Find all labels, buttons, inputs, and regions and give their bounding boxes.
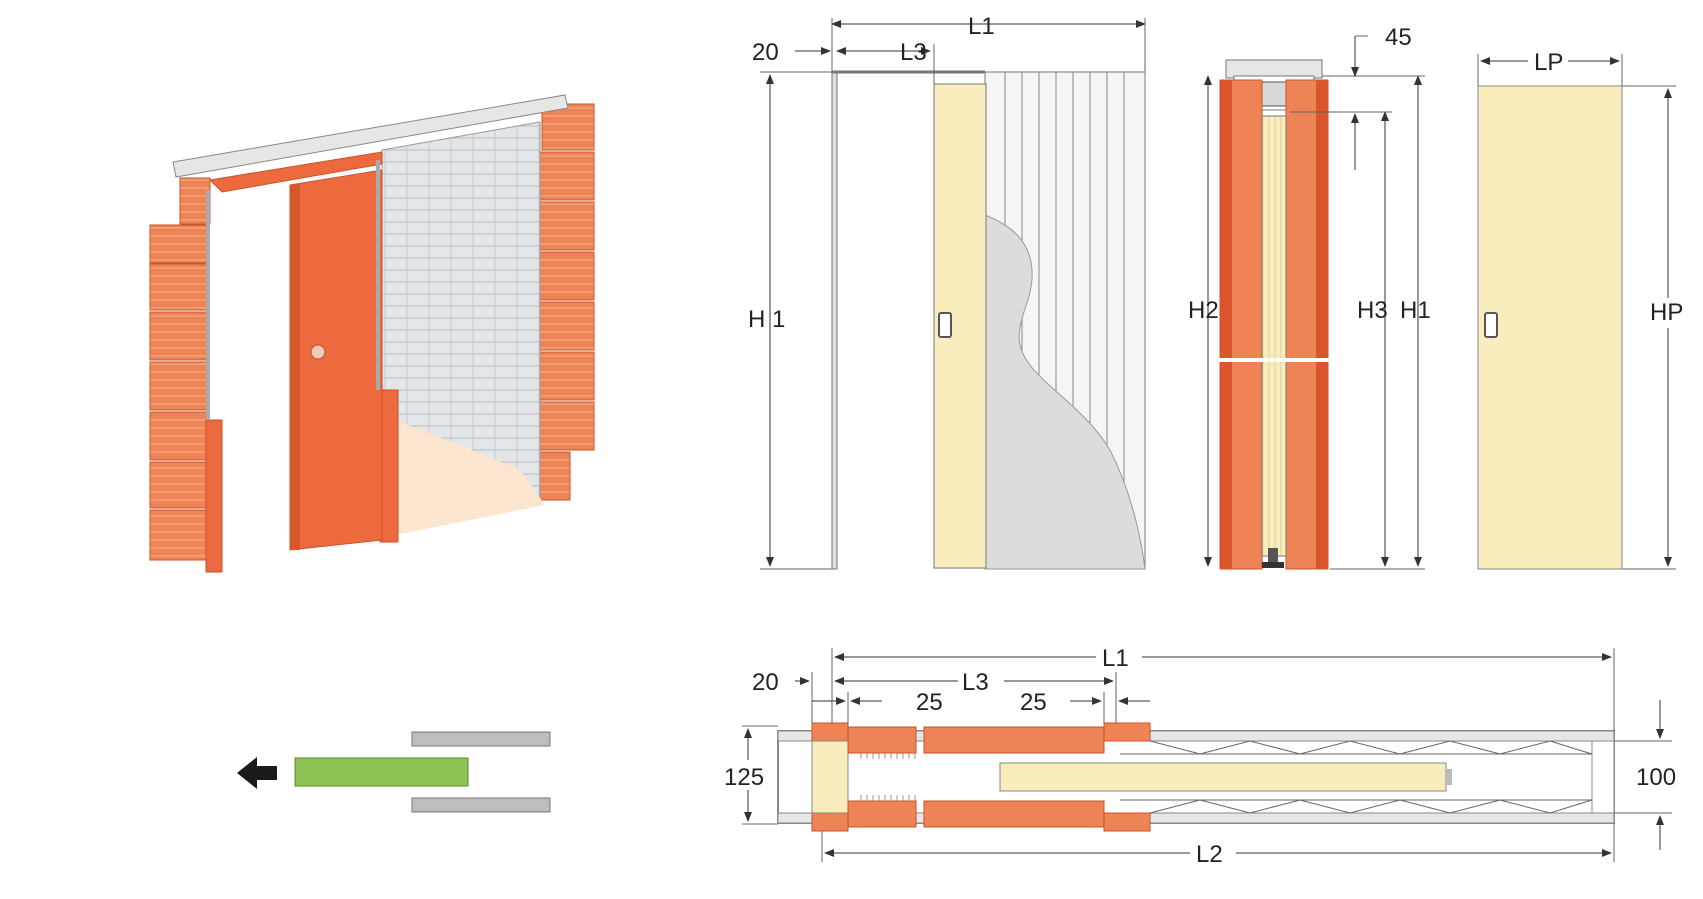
side-45-label: 45 xyxy=(1385,24,1412,51)
door-knob-icon xyxy=(310,344,326,360)
plan-100-label: 100 xyxy=(1636,764,1676,791)
plan-left-jamb-bottom xyxy=(811,812,849,832)
door-leaf-panel xyxy=(1477,85,1623,570)
left-brick-wall xyxy=(149,177,211,561)
plan-L3-label: L3 xyxy=(962,669,989,696)
guide-bar-top xyxy=(411,731,551,747)
left-jamb xyxy=(205,419,223,573)
side-H1-label: H1 xyxy=(1400,297,1431,324)
leaf-HP-label: HP xyxy=(1650,299,1683,326)
plan-section: L1 L3 20 25 25 125 100 xyxy=(722,642,1676,868)
side-H3-label: H3 xyxy=(1357,297,1388,324)
side-section: H2 H3 H1 45 xyxy=(1188,24,1431,570)
sliding-door-leaf xyxy=(289,169,383,551)
front-view: L1 L3 20 H 1 xyxy=(748,13,1146,570)
left-arrow-icon xyxy=(237,757,277,789)
front-20-label: 20 xyxy=(752,39,779,66)
front-L3-label: L3 xyxy=(900,39,927,66)
front-plaster-cutaway xyxy=(984,214,1146,570)
guide-bar-bottom xyxy=(411,797,551,813)
front-L1-label: L1 xyxy=(968,13,995,40)
sliding-direction-legend xyxy=(237,731,551,813)
plan-20-label: 20 xyxy=(752,669,779,696)
header-rail xyxy=(172,94,569,178)
leaf-LP-label: LP xyxy=(1534,49,1563,76)
right-brick-wall xyxy=(539,103,595,501)
plan-L2-label: L2 xyxy=(1196,841,1223,868)
door-leaf-bar xyxy=(294,757,469,787)
front-frame-profile xyxy=(831,71,838,570)
plan-125-label: 125 xyxy=(724,764,764,791)
side-H2-label: H2 xyxy=(1188,297,1219,324)
door-leaf-view: LP HP xyxy=(1477,46,1696,570)
front-H1-label: H 1 xyxy=(748,306,785,333)
isometric-view xyxy=(149,94,595,573)
plan-25-left-label: 25 xyxy=(916,689,943,716)
plan-door-leaf xyxy=(999,762,1447,792)
leaf-handle-icon xyxy=(1484,312,1498,338)
plan-25-right-label: 25 xyxy=(1020,689,1047,716)
door-frame xyxy=(208,151,383,193)
top-track xyxy=(1225,59,1323,79)
pocket-jamb xyxy=(379,389,399,543)
floor-plaster xyxy=(395,420,545,535)
plan-L1-label: L1 xyxy=(1102,645,1129,672)
plan-left-jamb-top xyxy=(811,722,849,742)
front-handle-icon xyxy=(938,312,952,338)
